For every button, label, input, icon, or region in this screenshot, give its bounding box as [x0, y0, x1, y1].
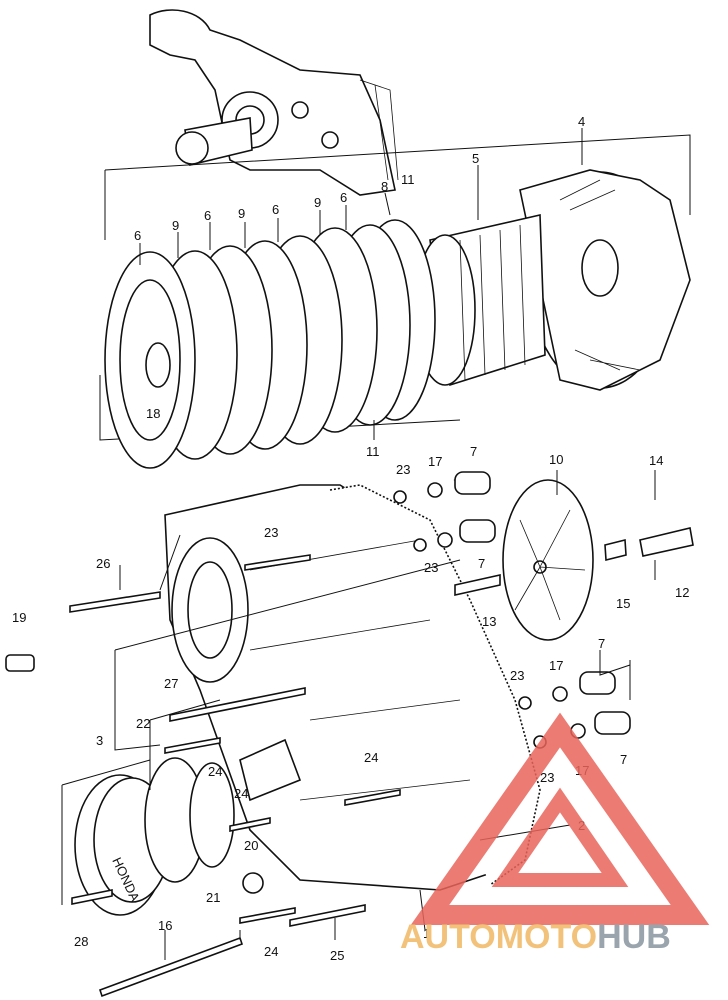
callout-10: 10 [549, 452, 563, 467]
callout-23-c: 23 [424, 560, 438, 575]
callout-8: 8 [381, 179, 388, 194]
callout-23-e: 23 [540, 770, 554, 785]
clutch-outer-housing [519, 169, 691, 391]
callout-11-top: 11 [401, 172, 415, 187]
callout-3: 3 [96, 733, 103, 748]
callout-1: 1 [423, 926, 430, 941]
fasteners [5, 482, 694, 998]
callout-24-b: 24 [364, 750, 378, 765]
callout-7-b: 7 [478, 556, 485, 571]
callout-24-d: 24 [264, 944, 278, 959]
callout-24-c: 24 [234, 786, 248, 801]
callout-11-bottom: 11 [366, 444, 380, 459]
callout-22: 22 [136, 716, 150, 731]
callout-26: 26 [96, 556, 110, 571]
watermark-text-hub: HUB [597, 918, 671, 956]
oil-filter-cover: HONDA [74, 757, 235, 916]
watermark-triangle-logo [410, 712, 710, 925]
callout-6-c: 6 [272, 202, 279, 217]
bracket-top [104, 134, 691, 240]
callout-6-a: 6 [134, 228, 141, 243]
callout-6-b: 6 [204, 208, 211, 223]
callout-18: 18 [146, 406, 160, 421]
callout-7-a: 7 [470, 444, 477, 459]
callout-21: 21 [206, 890, 220, 905]
callout-12: 12 [675, 585, 689, 600]
callout-24-a: 24 [208, 764, 222, 779]
callout-7-c: 7 [598, 636, 605, 651]
callout-13: 13 [482, 614, 496, 629]
callout-9-b: 9 [238, 206, 245, 221]
watermark-triangle-inner [491, 787, 629, 887]
callout-17-a: 17 [428, 454, 442, 469]
callout-19: 19 [12, 610, 26, 625]
callout-4: 4 [578, 114, 585, 129]
callout-23-d: 23 [510, 668, 524, 683]
callout-5: 5 [472, 151, 479, 166]
callout-9-c: 9 [314, 195, 321, 210]
callout-23-b: 23 [264, 525, 278, 540]
clutch-lifter-plate [502, 479, 594, 641]
callout-9-a: 9 [172, 218, 179, 233]
watermark-text-moto: MOTO [496, 918, 597, 956]
engine-case-fragment [149, 9, 399, 196]
watermark: AUTOMOTOHUB [400, 712, 710, 956]
callout-27: 27 [164, 676, 178, 691]
callout-20: 20 [244, 838, 258, 853]
clutch-plate-stack [104, 219, 436, 469]
callout-14: 14 [649, 453, 663, 468]
callout-15: 15 [616, 596, 630, 611]
callout-7-d: 7 [620, 752, 627, 767]
callout-16: 16 [158, 918, 172, 933]
callout-6-d: 6 [340, 190, 347, 205]
callout-25: 25 [330, 948, 344, 963]
crankcase-cover [164, 484, 541, 891]
callout-28: 28 [74, 934, 88, 949]
leader-lines [61, 128, 656, 960]
callout-17-b: 17 [549, 658, 563, 673]
watermark-text-auto: AUTO [400, 918, 496, 956]
clutch-springs [453, 471, 631, 735]
callout-23-a: 23 [396, 462, 410, 477]
watermark-text: AUTOMOTOHUB [400, 918, 671, 956]
